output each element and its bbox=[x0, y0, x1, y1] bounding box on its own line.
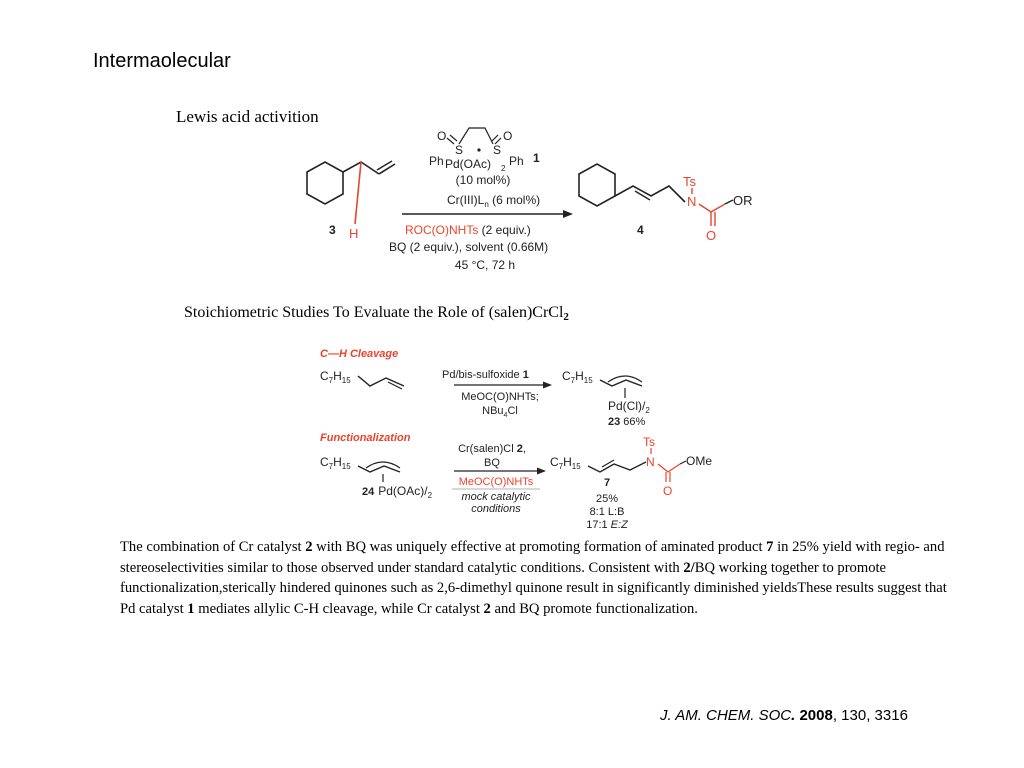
arrow1-bot2: NBu4Cl bbox=[482, 405, 518, 419]
svg-text:O: O bbox=[663, 484, 672, 498]
svg-text:O: O bbox=[503, 129, 512, 143]
temp-time: 45 °C, 72 h bbox=[455, 258, 515, 272]
svg-text:N: N bbox=[687, 194, 696, 209]
svg-text:N: N bbox=[646, 455, 655, 469]
arrow2-top2: BQ bbox=[484, 457, 500, 469]
svg-text:OR: OR bbox=[733, 193, 753, 208]
product-cyclohexane bbox=[578, 163, 616, 207]
stoichiometric-heading: Stoichiometric Studies To Evaluate the R… bbox=[184, 304, 569, 323]
svg-text:Ts: Ts bbox=[683, 174, 697, 189]
sm24-formula: C7H15 bbox=[320, 455, 351, 471]
svg-text:O: O bbox=[706, 228, 716, 243]
conditions-line: BQ (2 equiv.), solvent (0.66M) bbox=[389, 240, 548, 254]
arrow2-mock2: conditions bbox=[471, 503, 521, 515]
ch-cleavage-title: C—H Cleavage bbox=[320, 348, 398, 360]
p7-formula: C7H15 bbox=[550, 455, 581, 471]
arrow1-bot1: MeOC(O)NHTs; bbox=[461, 391, 539, 403]
slide-title: Intermaolecular bbox=[93, 50, 231, 72]
p7-number: 7 bbox=[604, 477, 610, 489]
arrow2-top: Cr(salen)Cl 2, bbox=[458, 443, 526, 455]
product-label: 4 bbox=[637, 223, 644, 237]
svg-text:Ts: Ts bbox=[643, 435, 655, 449]
sm-h: H bbox=[349, 226, 358, 241]
sm-label: 3 bbox=[329, 223, 336, 237]
svg-text:Ph: Ph bbox=[509, 154, 524, 168]
p7-ez: 17:1 E:Z bbox=[586, 519, 629, 531]
scheme-allylic-amination: H 3 O O S S Ph Ph Pd(OAc) 2 1 (10 mol%) … bbox=[306, 127, 753, 272]
citation: J. AM. CHEM. SOC. 2008, 130, 3316 bbox=[660, 707, 908, 724]
ch-bond bbox=[354, 161, 362, 225]
reagent-line: ROC(O)NHTs (2 equiv.) bbox=[405, 223, 531, 237]
svg-text:S: S bbox=[493, 143, 501, 157]
sm1-formula: C7H15 bbox=[320, 369, 351, 385]
svg-text:OMe: OMe bbox=[686, 454, 712, 468]
p23-formula: C7H15 bbox=[562, 369, 593, 385]
p7-yield: 25% bbox=[596, 493, 618, 505]
svg-text:2: 2 bbox=[501, 164, 506, 173]
arrow2-mock1: mock catalytic bbox=[461, 491, 531, 503]
svg-text:Ph: Ph bbox=[429, 154, 444, 168]
lewis-acid-heading: Lewis acid activition bbox=[176, 107, 319, 126]
p23-pd: Pd(Cl)/2 bbox=[608, 399, 650, 415]
description-paragraph: The combination of Cr catalyst 2 with BQ… bbox=[120, 539, 947, 617]
arrow1-top: Pd/bis-sulfoxide 1 bbox=[442, 369, 529, 381]
p23-yield: 23 66% bbox=[608, 416, 646, 428]
ligand-pd: Pd(OAc) bbox=[445, 157, 491, 171]
pd-loading: (10 mol%) bbox=[456, 173, 511, 187]
cr-loading: Cr(III)Ln (6 mol%) bbox=[447, 193, 540, 209]
functionalization-title: Functionalization bbox=[320, 432, 411, 444]
svg-text:S: S bbox=[455, 143, 463, 157]
svg-text:O: O bbox=[437, 129, 446, 143]
arrow2-reagent: MeOC(O)NHTs bbox=[459, 476, 534, 488]
scheme-stoichiometric: C—H Cleavage C7H15 Pd/bis-sulfoxide 1 Me… bbox=[320, 348, 712, 531]
p7-lb: 8:1 L:B bbox=[590, 506, 625, 518]
ligand-number: 1 bbox=[533, 151, 540, 165]
sm-cyclohexane bbox=[306, 161, 344, 205]
product-chain bbox=[614, 185, 686, 203]
